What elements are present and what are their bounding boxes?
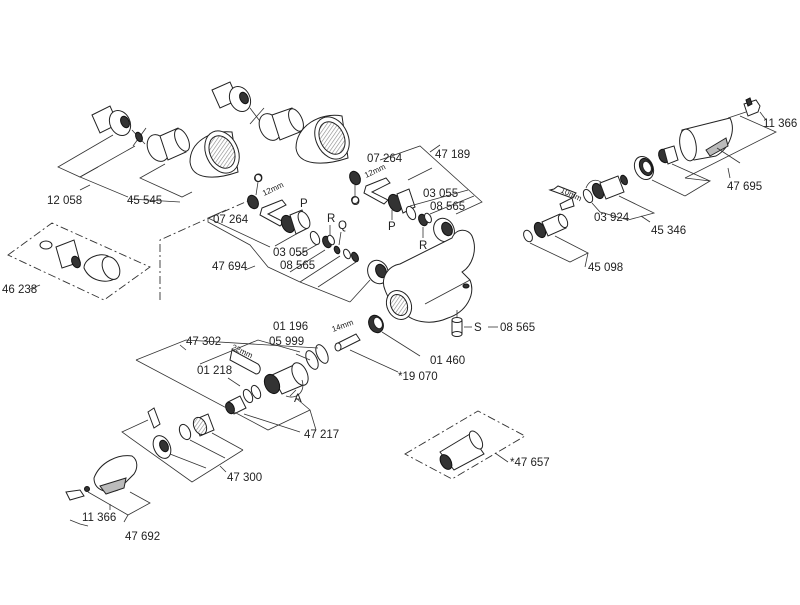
- tool-size-14mm: 14mm: [331, 318, 355, 334]
- label-47695: 47 695: [727, 181, 762, 193]
- label-03055-right: 03 055: [423, 188, 458, 200]
- label-01460: 01 460: [430, 355, 465, 367]
- tool-size-left: 12mm: [261, 180, 285, 198]
- marker-p-right: P: [388, 221, 396, 233]
- label-19070: *19 070: [398, 371, 438, 383]
- marker-a: A: [294, 393, 302, 405]
- right-handle-47695: [679, 117, 733, 162]
- right-check-valve-r: [418, 212, 432, 227]
- marker-r-right: R: [419, 240, 427, 252]
- label-45346: 45 346: [651, 225, 686, 237]
- center-adapter-sleeve: [258, 107, 304, 141]
- label-47694: 47 694: [212, 261, 248, 273]
- label-46238: 46 238: [2, 284, 37, 296]
- leaders-47189: [379, 144, 483, 215]
- leaders-47694: [207, 209, 371, 303]
- union-nut-01460: [368, 314, 384, 334]
- marker-r-left: R: [327, 213, 335, 225]
- leaders-thermostat: [135, 331, 421, 433]
- center-cap-knob: [295, 114, 350, 164]
- mixer-valve-body: [383, 229, 475, 323]
- label-03055-left: 03 055: [273, 247, 308, 259]
- label-11366-right: 11 366: [763, 118, 797, 130]
- leaders-45346: [591, 195, 656, 223]
- marker-o-right: O: [351, 196, 360, 208]
- left-headpart-p: [280, 209, 311, 235]
- left-filter-08565: [343, 248, 359, 263]
- dashed-reference-line-left: [159, 199, 251, 300]
- label-11366-left: 11 366: [82, 512, 116, 524]
- thermostat-cartridge-47217: [263, 362, 309, 398]
- left-o-ring-07264: [247, 174, 262, 210]
- lower-stop-ring-47300: [147, 407, 215, 459]
- label-08565-right: 08 565: [430, 201, 465, 213]
- right-o-ring-03055: [405, 205, 417, 221]
- center-spindle-extension: [211, 81, 252, 113]
- label-01196: 01 196: [273, 321, 308, 333]
- marker-q: Q: [338, 220, 347, 232]
- left-o-ring-03055: [309, 230, 321, 246]
- right-nipple-45098: [533, 213, 569, 239]
- label-47189: 47 189: [435, 149, 470, 161]
- label-47217: 47 217: [304, 429, 339, 441]
- leaders-47692: [69, 491, 151, 527]
- dashed-kit-box-47657: [404, 410, 526, 480]
- left-adapter-sleeve: [146, 127, 190, 162]
- label-47692: 47 692: [125, 531, 160, 543]
- right-adapter-ring: [633, 155, 655, 181]
- label-47300: 47 300: [227, 472, 262, 484]
- label-07264-left: 07 264: [213, 214, 249, 226]
- wrench-22mm: [229, 349, 261, 375]
- right-o-ring-03924: [582, 179, 605, 204]
- right-cartridge-45346: [591, 174, 628, 200]
- filter-plug-s: [451, 310, 498, 337]
- leaders-12058-45545: [57, 134, 193, 203]
- right-union-nut: [433, 217, 455, 243]
- label-47302: 47 302: [186, 336, 221, 348]
- right-o-ring-07264: [349, 170, 361, 204]
- label-07264-right: 07 264: [367, 153, 403, 165]
- hex-key-10mm: [548, 185, 577, 211]
- left-crossed-part: [131, 127, 147, 147]
- label-05999: 05 999: [269, 336, 304, 348]
- left-spindle-extension: [91, 105, 132, 137]
- left-cap-knob: [189, 130, 240, 178]
- leaders-45098: [529, 235, 589, 268]
- lower-handle-47692: [93, 455, 138, 495]
- lower-screw-and-cap-11366: [65, 486, 90, 501]
- label-45545: 45 545: [127, 195, 162, 207]
- label-01218: 01 218: [197, 365, 232, 377]
- label-12058: 12 058: [47, 195, 82, 207]
- marker-p-left: P: [300, 198, 308, 210]
- label-45098: 45 098: [588, 262, 623, 274]
- leaders-47695: [651, 111, 777, 197]
- right-o-ring-45098: [523, 229, 533, 243]
- o-rings-01218: [242, 384, 262, 404]
- label-47657: *47 657: [510, 457, 550, 469]
- marker-s: S: [474, 322, 482, 334]
- right-splined-adapter: [658, 145, 679, 165]
- label-08565-left: 08 565: [280, 260, 315, 272]
- left-small-ring-q: [333, 245, 341, 255]
- dashed-kit-box-46238: [7, 222, 151, 301]
- hex-key-12mm-left: [259, 199, 287, 227]
- right-screw-and-cap-11366: [727, 97, 761, 119]
- leaders-47300: [121, 419, 244, 483]
- left-check-valve-r: [322, 234, 335, 249]
- hex-key-14mm: [334, 333, 361, 352]
- cartridge-sleeve: [225, 395, 247, 415]
- marker-o-left: O: [254, 173, 263, 185]
- label-03924: 03 924: [594, 212, 630, 224]
- o-rings-05999-01196: [305, 344, 329, 370]
- label-08565-s: 08 565: [500, 322, 535, 334]
- hex-key-12mm-right: [363, 177, 391, 205]
